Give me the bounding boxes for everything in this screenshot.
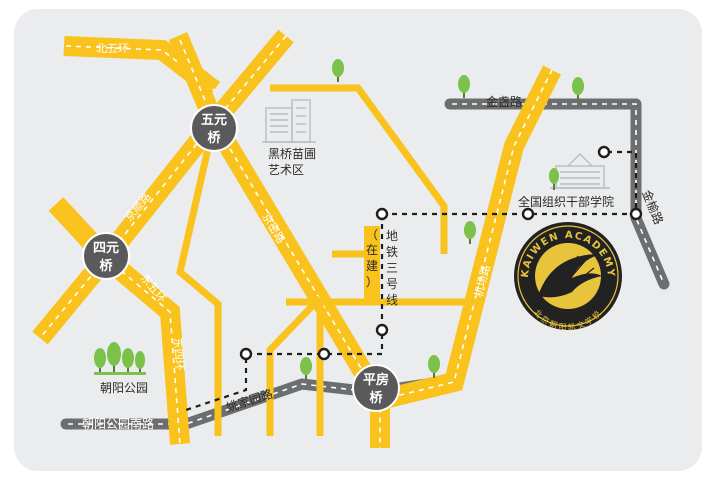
tree-icon	[332, 59, 344, 82]
svg-text:）: ）	[366, 275, 378, 289]
heiqiao-building-icon	[262, 99, 316, 143]
tree-icon	[428, 355, 440, 378]
metro-line-label: 地 铁 三 号 线	[386, 229, 398, 307]
school-building-icon	[550, 153, 610, 189]
dongsihuan-label: 东四环	[171, 337, 186, 371]
school-tree-icon	[549, 168, 559, 190]
northeast-road	[32, 29, 294, 345]
svg-text:三: 三	[386, 261, 398, 275]
svg-text:线: 线	[386, 293, 398, 307]
kaiwen-academy-logo: KAIWEN ACADEMY 北京朝阳凯文学校	[514, 222, 622, 332]
siyuan-interchange: 四元 桥	[82, 232, 130, 280]
svg-text:桥: 桥	[369, 390, 383, 406]
metro-label-box	[364, 226, 380, 302]
svg-text:桥: 桥	[99, 258, 113, 274]
metro-stop	[317, 347, 331, 361]
svg-text:在: 在	[366, 243, 378, 257]
local-roads	[176, 84, 480, 436]
svg-text:号: 号	[386, 277, 398, 291]
svg-text:铁: 铁	[386, 245, 398, 259]
tree-icon	[464, 221, 476, 244]
metro-status-text: （ 在 建 ）	[366, 228, 378, 289]
jichang-road	[377, 65, 561, 410]
svg-text:四元: 四元	[93, 241, 119, 256]
tree-icon	[300, 357, 312, 380]
jinzhan-label: 金盏路	[486, 94, 522, 109]
metro-line-3-route	[185, 145, 643, 412]
metro-stop	[597, 145, 611, 159]
school-label: 全国组织干部学院	[518, 194, 614, 209]
metro-stop	[521, 207, 535, 221]
svg-text:地: 地	[386, 229, 398, 243]
beiwuhuan-label: 北五环	[96, 42, 129, 55]
tree-icon	[458, 75, 470, 98]
park-label: 朝阳公园	[100, 381, 148, 395]
heiqiao-label: 黑桥苗圃	[268, 147, 316, 161]
tree-icon	[572, 77, 584, 100]
svg-text:（: （	[366, 228, 378, 242]
metro-stop	[375, 207, 389, 221]
pingfang-interchange: 平房 桥	[352, 364, 400, 412]
park-trees-icon	[94, 342, 146, 375]
svg-text:五元: 五元	[201, 113, 227, 128]
metro-stop	[629, 207, 643, 221]
chaoyang-park-south-label: 朝阳公园南路	[82, 416, 154, 431]
wuyuan-interchange: 五元 桥	[190, 104, 238, 152]
svg-text:桥: 桥	[207, 130, 221, 146]
jingmi-road	[168, 32, 390, 448]
dongsihuan-road	[99, 250, 190, 445]
svg-text:平房: 平房	[363, 372, 389, 388]
svg-text:建: 建	[366, 259, 378, 273]
metro-stop	[375, 323, 389, 337]
heiqiao-label: 艺术区	[268, 163, 304, 177]
metro-stop	[239, 347, 253, 361]
